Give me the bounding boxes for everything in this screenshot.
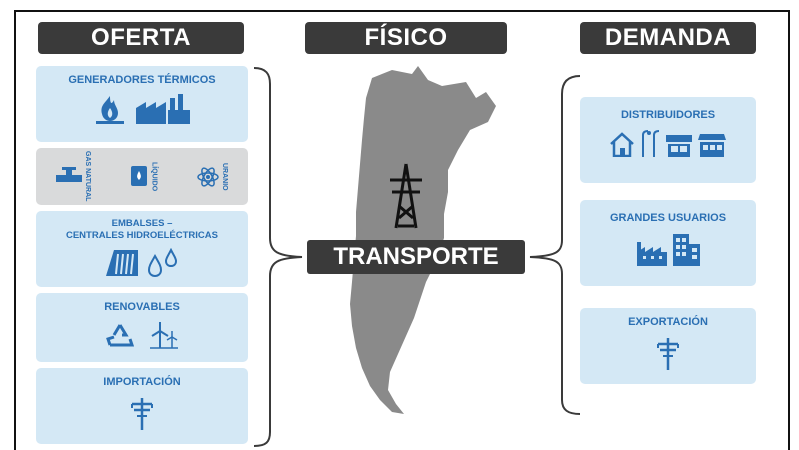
label-uranio: URANIO [221, 162, 229, 191]
barrel-icon [131, 166, 148, 187]
buildings-icon [673, 234, 700, 266]
box-grandes-usuarios: GRANDES USUARIOS [580, 200, 756, 286]
label-importacion: IMPORTACIÓN [103, 376, 181, 388]
box-distribuidores: DISTRIBUIDORES [580, 97, 756, 183]
wind-turbine-icon [150, 322, 178, 349]
label-liquido: LÍQUIDO [150, 161, 158, 192]
box-embalses: EMBALSES – CENTRALES HIDROELÉCTRICAS [36, 211, 248, 287]
box-generadores-termicos: GENERADORES TÉRMICOS [36, 66, 248, 142]
dam-icon [106, 250, 138, 276]
label-grandes-usuarios: GRANDES USUARIOS [609, 212, 727, 224]
label-gas-natural: GAS NATURAL [83, 151, 91, 202]
industry-icon [637, 242, 667, 266]
recycle-icon [106, 324, 134, 347]
atom-icon [197, 166, 219, 187]
power-tower-icon [131, 398, 153, 430]
transporte-label: TRANSPORTE [307, 240, 525, 274]
factory-icon [136, 94, 190, 124]
shop-icon [666, 135, 692, 157]
box-exportacion: EXPORTACIÓN [580, 308, 756, 384]
label-distribuidores: DISTRIBUIDORES [620, 109, 716, 121]
label-generadores-termicos: GENERADORES TÉRMICOS [68, 74, 216, 86]
header-demanda: DEMANDA [580, 22, 756, 54]
water-drops-icon [147, 248, 178, 278]
label-embalses-line2: CENTRALES HIDROELÉCTRICAS [65, 230, 218, 241]
diagram-frame [14, 10, 790, 450]
left-brace [253, 67, 303, 447]
fuel-uranio: URANIO [197, 162, 229, 191]
box-renovables: RENOVABLES [36, 293, 248, 362]
header-fisico: FÍSICO [305, 22, 507, 54]
house-icon [610, 132, 634, 157]
flame-icon [96, 96, 124, 124]
label-renovables: RENOVABLES [104, 301, 180, 313]
right-brace [529, 75, 581, 415]
label-embalses-line1: EMBALSES – [111, 218, 173, 229]
box-importacion: IMPORTACIÓN [36, 368, 248, 444]
label-exportacion: EXPORTACIÓN [628, 316, 708, 328]
street-lights-icon [642, 130, 660, 157]
fuel-liquido: LÍQUIDO [130, 162, 157, 191]
fuel-gas: GAS NATURAL [55, 151, 91, 202]
transmission-tower-icon [390, 163, 422, 229]
market-icon [698, 134, 726, 157]
box-combustibles: GAS NATURAL LÍQUIDO URANIO [36, 148, 248, 205]
power-tower-icon [657, 338, 679, 370]
header-oferta: OFERTA [38, 22, 244, 54]
gas-valve-icon [55, 167, 82, 183]
